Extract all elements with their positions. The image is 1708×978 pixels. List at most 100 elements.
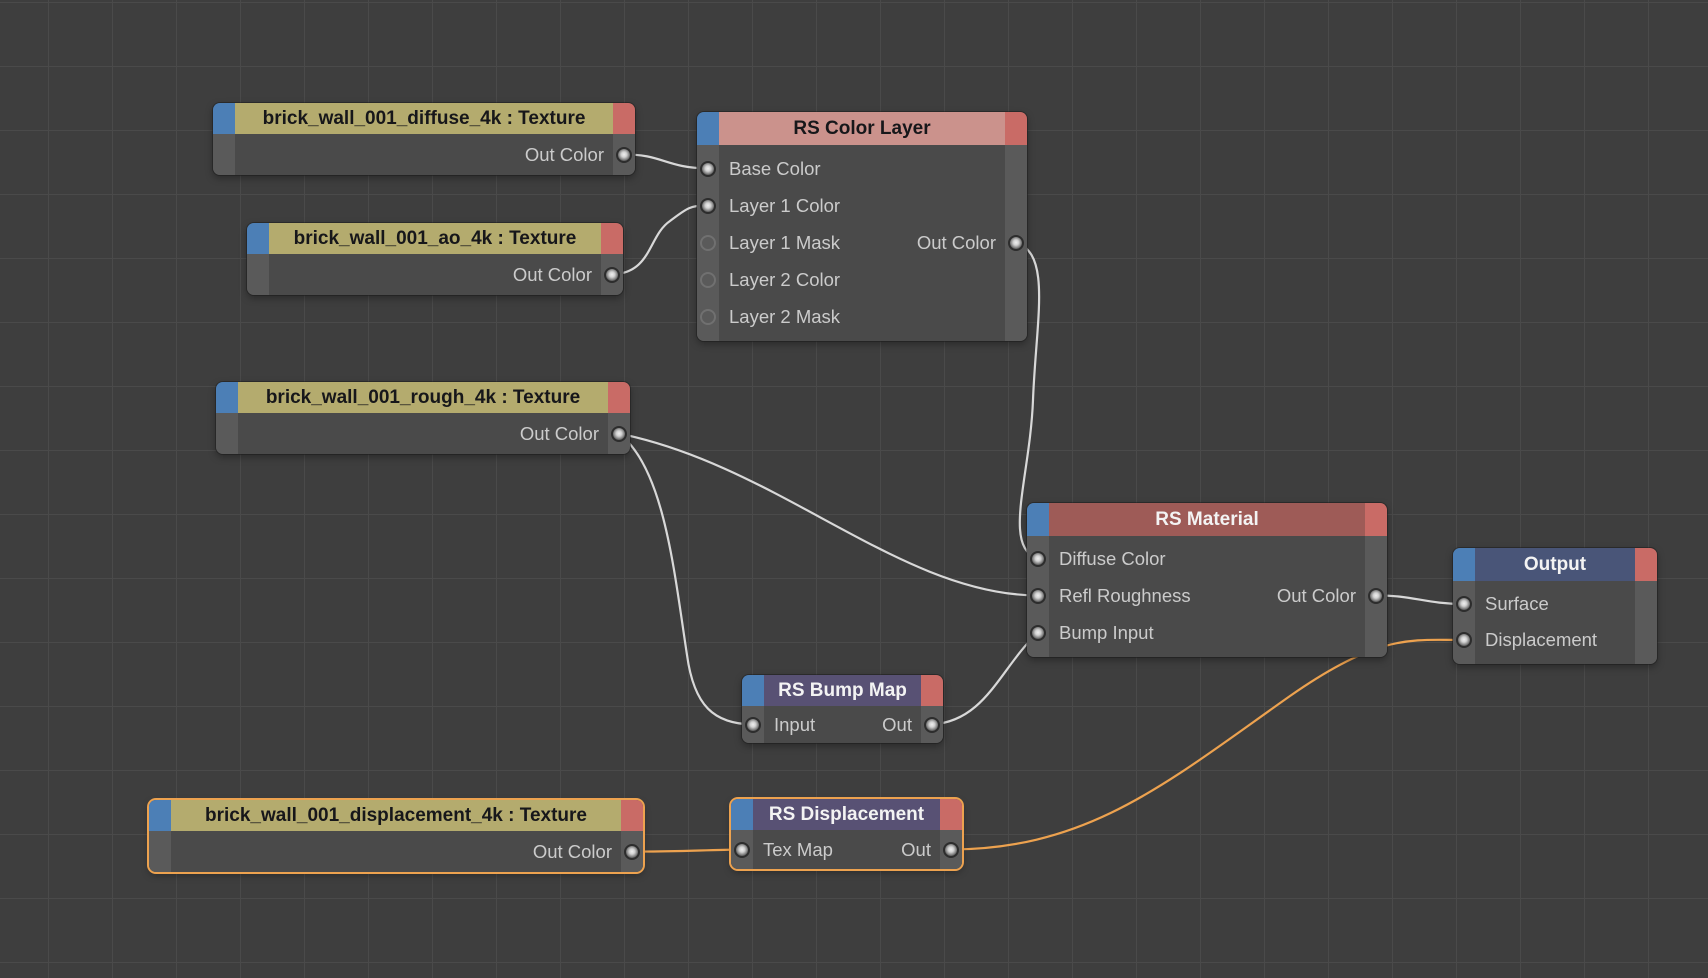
- node-collapse-corner[interactable]: [613, 103, 635, 134]
- layer2-mask-label: Layer 2 Mask: [729, 305, 841, 327]
- out-color-label: Out Color: [1276, 584, 1356, 606]
- out-color-label: Out Color: [519, 422, 599, 444]
- port-row: Diffuse Color: [1027, 540, 1387, 577]
- port-out-color[interactable]: [616, 146, 632, 163]
- port-row: Displacement: [1453, 622, 1657, 658]
- port-in-base-color[interactable]: [700, 160, 716, 177]
- port-row: Out Color: [213, 134, 635, 175]
- node-tex-displacement[interactable]: brick_wall_001_displacement_4k : Texture…: [149, 800, 643, 872]
- wire-rough-to-bumpinput[interactable]: [617, 432, 755, 726]
- port-in-surface[interactable]: [1456, 596, 1472, 612]
- node-title: brick_wall_001_ao_4k : Texture: [269, 223, 601, 254]
- port-row: Layer 1 Mask Out Color: [697, 224, 1027, 261]
- port-in-refl-roughness[interactable]: [1030, 587, 1046, 604]
- port-in-layer1-mask[interactable]: [700, 234, 716, 251]
- node-preview-corner[interactable]: [213, 103, 235, 134]
- node-collapse-corner[interactable]: [601, 223, 623, 254]
- node-collapse-corner[interactable]: [608, 382, 630, 413]
- port-out-color[interactable]: [1008, 234, 1024, 251]
- wire-diffuse-to-basecolor[interactable]: [622, 153, 710, 170]
- port-row: Input Out: [742, 706, 943, 743]
- port-in-input[interactable]: [745, 716, 761, 733]
- input-strip: [213, 134, 235, 175]
- port-row: Refl Roughness Out Color: [1027, 577, 1387, 614]
- node-material[interactable]: RS Material Diffuse Color Refl Roughness…: [1027, 503, 1387, 657]
- node-preview-corner[interactable]: [149, 800, 171, 831]
- port-in-layer2-color[interactable]: [700, 271, 716, 288]
- node-collapse-corner[interactable]: [1005, 112, 1027, 145]
- wire-ao-to-layer1color[interactable]: [610, 204, 710, 276]
- port-out[interactable]: [924, 716, 940, 733]
- port-row: Out Color: [216, 413, 630, 454]
- node-collapse-corner[interactable]: [1635, 548, 1657, 581]
- port-row: Out Color: [149, 831, 643, 872]
- port-out-color[interactable]: [611, 425, 627, 442]
- node-preview-corner[interactable]: [697, 112, 719, 145]
- port-in-layer2-mask[interactable]: [700, 308, 716, 325]
- node-collapse-corner[interactable]: [621, 800, 643, 831]
- node-title: brick_wall_001_rough_4k : Texture: [238, 382, 608, 413]
- node-title: brick_wall_001_diffuse_4k : Texture: [235, 103, 613, 134]
- port-row: Surface: [1453, 586, 1657, 622]
- wire-disptex-to-texmap[interactable]: [630, 848, 744, 853]
- node-output[interactable]: Output Surface Displacement: [1453, 548, 1657, 664]
- port-out-color[interactable]: [604, 266, 620, 283]
- node-tex-ao[interactable]: brick_wall_001_ao_4k : Texture Out Color: [247, 223, 623, 295]
- input-strip: [247, 254, 269, 295]
- out-color-label: Out Color: [916, 231, 996, 253]
- port-in-tex-map[interactable]: [734, 841, 750, 858]
- node-preview-corner[interactable]: [1027, 503, 1049, 536]
- base-color-label: Base Color: [729, 157, 821, 179]
- wire-displacement-to-output[interactable]: [949, 638, 1466, 851]
- port-row: Base Color: [697, 150, 1027, 187]
- out-label: Out: [901, 838, 931, 860]
- port-row: Out Color: [247, 254, 623, 295]
- wire-material-to-surface[interactable]: [1374, 594, 1466, 606]
- node-color-layer[interactable]: RS Color Layer Base Color Layer 1 Color …: [697, 112, 1027, 341]
- node-displacement[interactable]: RS Displacement Tex Map Out: [731, 799, 962, 869]
- node-bump-map[interactable]: RS Bump Map Input Out: [742, 675, 943, 743]
- tex-map-label: Tex Map: [763, 838, 833, 860]
- node-tex-diffuse[interactable]: brick_wall_001_diffuse_4k : Texture Out …: [213, 103, 635, 175]
- node-preview-corner[interactable]: [216, 382, 238, 413]
- input-label: Input: [774, 713, 816, 735]
- out-color-label: Out Color: [512, 263, 592, 285]
- port-in-displacement[interactable]: [1456, 632, 1472, 648]
- node-preview-corner[interactable]: [1453, 548, 1475, 581]
- node-preview-corner[interactable]: [731, 799, 753, 830]
- input-strip: [149, 831, 171, 872]
- output-strip: [1635, 581, 1657, 664]
- wire-rough-to-reflroughness[interactable]: [617, 432, 1040, 597]
- layer2-color-label: Layer 2 Color: [729, 268, 841, 290]
- wire-colorlayer-to-diffusecolor[interactable]: [1014, 241, 1041, 560]
- input-strip: [216, 413, 238, 454]
- port-out[interactable]: [943, 841, 959, 858]
- bump-input-label: Bump Input: [1059, 621, 1154, 643]
- node-preview-corner[interactable]: [247, 223, 269, 254]
- surface-label: Surface: [1485, 593, 1549, 614]
- node-title: brick_wall_001_displacement_4k : Texture: [171, 800, 621, 831]
- out-label: Out: [882, 713, 912, 735]
- node-collapse-corner[interactable]: [1365, 503, 1387, 536]
- port-row: Layer 1 Color: [697, 187, 1027, 224]
- displacement-label: Displacement: [1485, 629, 1598, 650]
- diffuse-color-label: Diffuse Color: [1059, 547, 1166, 569]
- node-title: RS Color Layer: [719, 112, 1005, 145]
- port-in-bump-input[interactable]: [1030, 624, 1046, 641]
- port-row: Layer 2 Mask: [697, 298, 1027, 335]
- port-in-diffuse-color[interactable]: [1030, 550, 1046, 567]
- node-title: RS Bump Map: [764, 675, 921, 706]
- layer1-color-label: Layer 1 Color: [729, 194, 841, 216]
- out-color-label: Out Color: [532, 840, 612, 862]
- node-collapse-corner[interactable]: [940, 799, 962, 830]
- port-in-layer1-color[interactable]: [700, 197, 716, 214]
- node-tex-rough[interactable]: brick_wall_001_rough_4k : Texture Out Co…: [216, 382, 630, 454]
- port-out-color[interactable]: [1368, 587, 1384, 604]
- port-out-color[interactable]: [624, 843, 640, 860]
- wire-bump-to-bumpinput[interactable]: [930, 631, 1040, 726]
- port-row: Layer 2 Color: [697, 261, 1027, 298]
- node-preview-corner[interactable]: [742, 675, 764, 706]
- node-collapse-corner[interactable]: [921, 675, 943, 706]
- port-row: Bump Input: [1027, 614, 1387, 651]
